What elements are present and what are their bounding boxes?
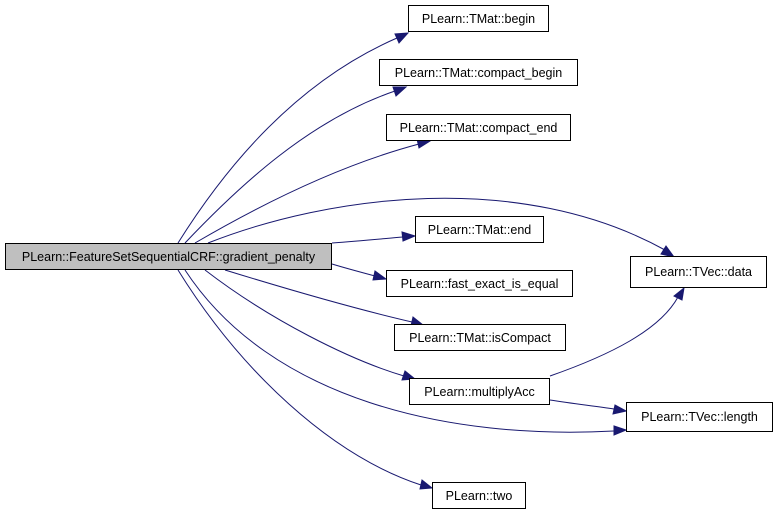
edge-multiplyacc-length [549,399,615,410]
edge-root-compact-begin [184,90,396,244]
edge-root-iscompact [224,269,413,323]
arrowhead-begin [394,32,410,44]
node-tvec-length[interactable]: PLearn::TVec::length [626,402,773,432]
edge-root-data [207,197,666,251]
node-tmat-compact-begin[interactable]: PLearn::TMat::compact_begin [379,59,578,86]
arrowhead-length [613,425,628,436]
node-tmat-compact-end[interactable]: PLearn::TMat::compact_end [386,114,571,141]
node-tvec-data[interactable]: PLearn::TVec::data [630,256,767,288]
edge-root-begin [177,37,398,244]
node-multiplyacc[interactable]: PLearn::multiplyAcc [409,378,550,405]
arrowhead-two [419,479,434,490]
node-tmat-iscompact[interactable]: PLearn::TMat::isCompact [394,324,566,351]
edge-root-two [177,269,422,486]
node-gradient-penalty: PLearn::FeatureSetSequentialCRF::gradien… [5,243,332,270]
arrowhead-fast-exact [372,270,388,281]
arrowhead-multiplyacc-data [673,286,685,301]
edge-root-end [331,236,404,244]
arrowhead-multiplyacc-length [612,404,628,415]
node-tmat-end[interactable]: PLearn::TMat::end [415,216,544,243]
edge-root-compact-end [194,143,420,244]
edge-multiplyacc-data [549,296,679,377]
edge-root-multiplyacc [204,269,405,377]
arrowhead-data [660,245,676,258]
node-two[interactable]: PLearn::two [432,482,526,509]
node-tmat-begin[interactable]: PLearn::TMat::begin [408,5,549,32]
arrowhead-compact-begin [392,86,408,97]
arrowhead-multiplyacc [401,370,417,381]
edge-root-length [184,269,615,433]
node-fast-exact-is-equal[interactable]: PLearn::fast_exact_is_equal [386,270,573,297]
arrowhead-end [401,231,417,242]
edge-root-fast-exact [331,263,376,277]
